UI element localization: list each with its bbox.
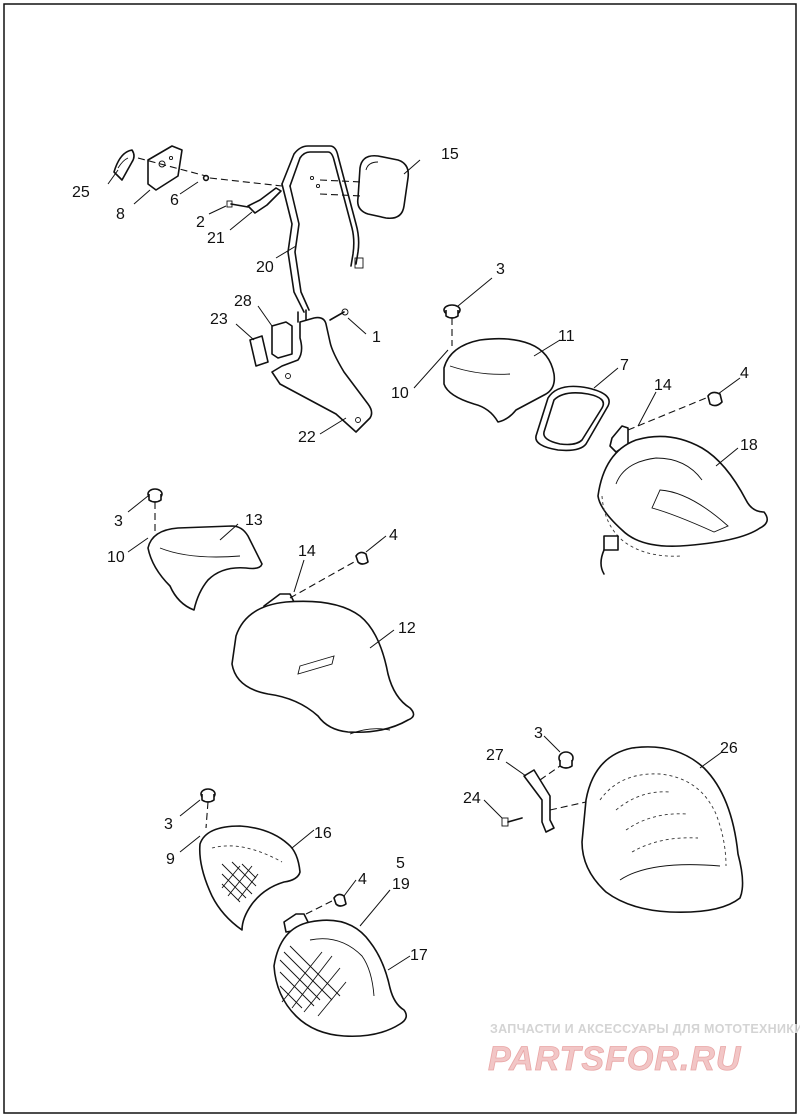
callout-4b: 4: [389, 527, 398, 544]
callout-28: 28: [234, 293, 252, 310]
watermark-tagline: ЗАПЧАСТИ И АКСЕССУАРЫ ДЛЯ МОТОТЕХНИКИ: [490, 1022, 800, 1036]
part-16-pillion-seat: [198, 825, 301, 931]
callout-4c: 4: [358, 871, 367, 888]
callout-23: 23: [210, 311, 228, 328]
part-3-knob-d: [200, 788, 216, 803]
callout-1: 1: [372, 329, 381, 346]
part-24-bolt: [501, 817, 523, 827]
callout-15: 15: [441, 146, 459, 163]
callout-18: 18: [740, 437, 758, 454]
callout-22: 22: [298, 429, 316, 446]
part-18-seat: [597, 435, 768, 575]
callout-25: 25: [72, 184, 90, 201]
part-20-sissy-bar: [281, 145, 364, 313]
part-11-pillion-seat: [443, 337, 556, 423]
part-1-bolt: [329, 308, 349, 321]
callout-10b: 10: [107, 549, 125, 566]
part-28-bushing: [271, 321, 293, 359]
callout-16: 16: [314, 825, 332, 842]
part-6-nut: [202, 174, 210, 182]
part-23-strip: [249, 335, 269, 367]
callout-21: 21: [207, 230, 225, 247]
watermark: ЗАПЧАСТИ И АКСЕССУАРЫ ДЛЯ МОТОТЕХНИКИ PA…: [488, 1022, 800, 1078]
callout-11: 11: [558, 328, 575, 345]
callout-labels: 25 8 6 2 21 15 20 28 23 1 22 3 11 10 7 1…: [72, 146, 758, 964]
part-8-plate: [147, 145, 183, 191]
callout-14a: 14: [654, 377, 672, 394]
callout-20: 20: [256, 259, 274, 276]
callout-3c: 3: [534, 725, 543, 742]
part-4-knob-c: [333, 893, 347, 907]
callout-9: 9: [166, 851, 175, 868]
part-17-seat: [273, 919, 408, 1038]
part-12-seat: [231, 600, 415, 735]
part-3-knob-b: [147, 488, 163, 503]
part-27-bracket: [523, 769, 555, 833]
seat-26-assembly: [501, 746, 744, 914]
callout-12: 12: [398, 620, 416, 637]
part-22-side-plate: [271, 309, 373, 433]
leader-lines: [107, 159, 741, 971]
part-25-badge: [113, 149, 135, 181]
callout-7: 7: [620, 357, 629, 374]
callout-2: 2: [196, 214, 205, 231]
callout-26: 26: [720, 740, 738, 757]
part-2-screw: [226, 200, 249, 208]
part-3-knob-c: [558, 751, 574, 769]
callout-13: 13: [245, 512, 263, 529]
watermark-brand: PARTSFOR.RU: [488, 1040, 742, 1078]
diagram-border: [3, 3, 797, 1114]
callout-19: 19: [392, 876, 410, 893]
callout-3a: 3: [496, 261, 505, 278]
seat-17-assembly: [198, 788, 408, 1038]
part-26-seat: [581, 746, 744, 914]
callout-27: 27: [486, 747, 504, 764]
part-15-backrest-pad: [356, 154, 410, 220]
part-21-bracket: [247, 187, 282, 214]
callout-6: 6: [170, 192, 179, 209]
callout-4a: 4: [740, 365, 749, 382]
callout-14b: 14: [298, 543, 316, 560]
callout-3b: 3: [114, 513, 123, 530]
mesh-pattern-b: [279, 945, 347, 1017]
callout-5: 5: [396, 855, 405, 872]
seat-18-assembly: [443, 304, 768, 575]
part-4-knob-b: [355, 551, 369, 565]
callout-24: 24: [463, 790, 481, 807]
mesh-pattern-a: [221, 861, 259, 903]
callout-3d: 3: [164, 816, 173, 833]
seat-12-assembly: [147, 488, 415, 735]
part-3-knob-a: [443, 304, 461, 319]
part-13-pillion-seat: [147, 525, 263, 611]
part-4-knob-a: [707, 391, 723, 407]
callout-8: 8: [116, 206, 125, 223]
callout-10a: 10: [391, 385, 409, 402]
backrest-assembly: [113, 145, 410, 433]
part-7-strap: [535, 385, 610, 452]
callout-17: 17: [410, 947, 428, 964]
